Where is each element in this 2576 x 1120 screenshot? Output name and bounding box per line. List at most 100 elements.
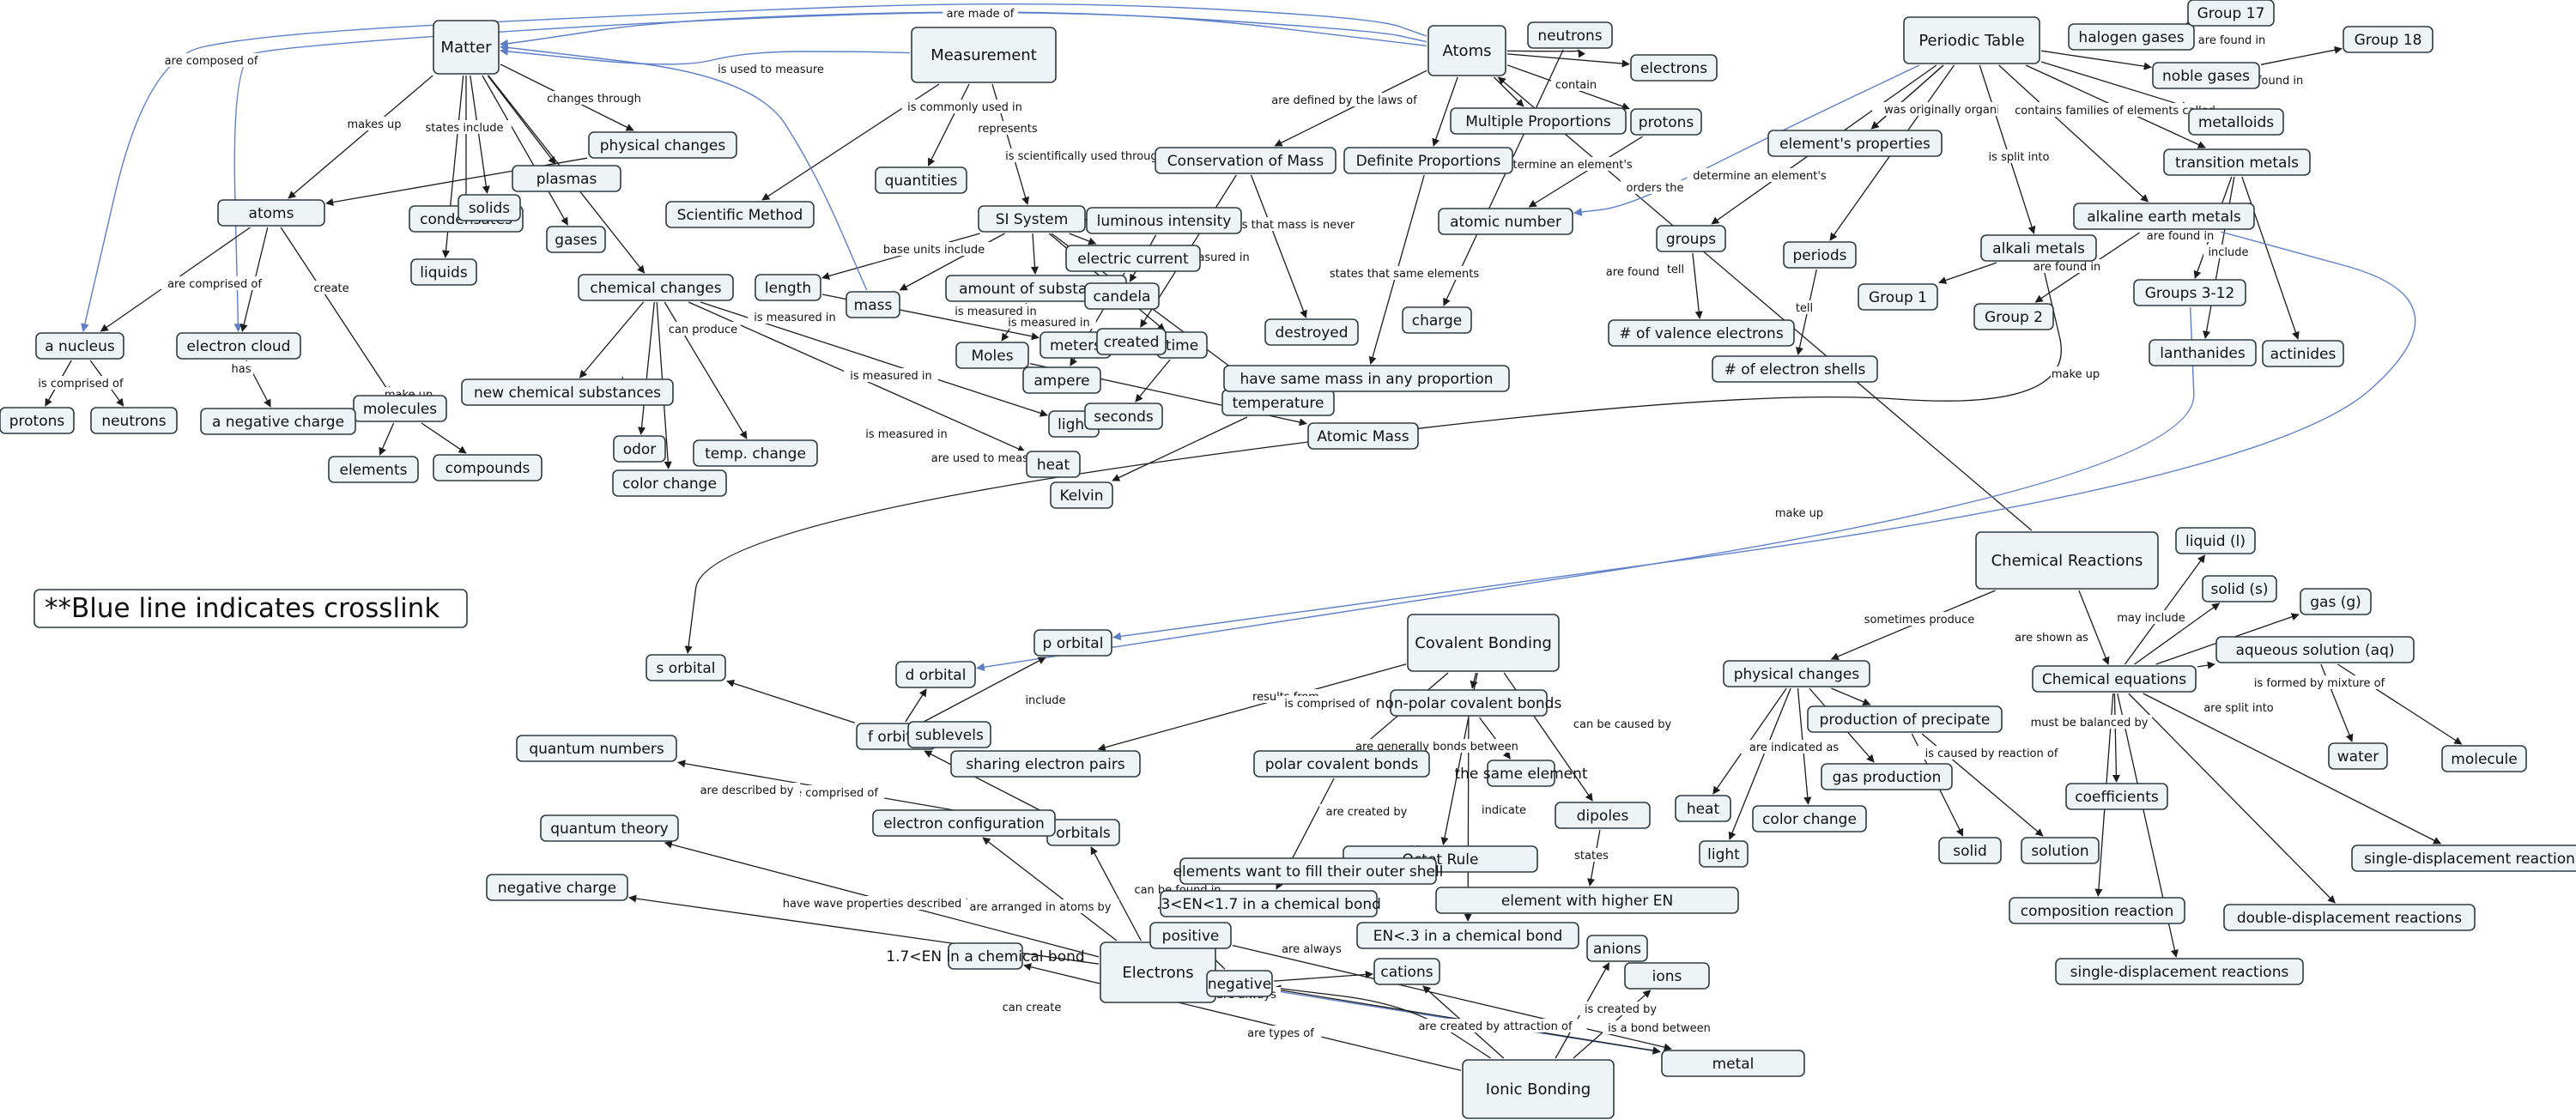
concept-label: solids — [469, 200, 510, 217]
concept-box — [1160, 890, 1378, 917]
concept-box — [1390, 689, 1548, 717]
concept-box — [948, 942, 1023, 970]
concept-multprop: Multiple Proportions — [1450, 107, 1627, 135]
link-label-bg — [987, 148, 1183, 162]
concept-label: amount of substance — [959, 281, 1113, 298]
link-label: contain — [1551, 77, 1601, 92]
concept-electrons_big: Electrons — [1100, 941, 1216, 1003]
concept-solid_s: solid (s) — [2202, 575, 2277, 602]
concept-label: electron cloud — [187, 338, 291, 355]
concept-label: anions — [1593, 941, 1641, 958]
link-label-text: are described by — [700, 784, 794, 797]
link-label-bg — [1277, 941, 1346, 955]
concept-box — [1752, 805, 1867, 832]
link-label: states that same elements — [1322, 266, 1487, 281]
connector-line — [487, 75, 556, 165]
concept-groups312: Groups 3-12 — [2133, 279, 2246, 306]
link-label-text: are composed of — [165, 55, 258, 68]
concept-label: odor — [623, 441, 657, 458]
link-label: are created by attraction of — [1403, 1019, 1587, 1033]
concept-box — [2328, 742, 2388, 770]
concept-label: new chemical substances — [474, 384, 661, 402]
concept-box — [2055, 958, 2304, 985]
link-label-text: create — [313, 282, 349, 295]
concept-box — [0, 407, 75, 434]
concept-box — [1450, 107, 1627, 135]
link-label: is split into — [1974, 149, 2064, 164]
concept-box — [2262, 340, 2344, 367]
link-label: have wave properties described in — [771, 896, 987, 911]
concept-label: light — [1707, 846, 1740, 863]
concept-heat1: heat — [1026, 451, 1081, 478]
link-label: determine an element's — [1493, 157, 1639, 172]
link-label: tell — [1789, 300, 1820, 315]
crosslink-connector — [1112, 230, 2416, 641]
concept-label: mass — [854, 297, 893, 314]
concept-box — [665, 201, 815, 228]
concept-dorbital: d orbital — [895, 661, 976, 688]
link-label-text: represents — [978, 123, 1037, 136]
link-label: has — [228, 361, 254, 376]
link-label: are comprised of — [161, 276, 269, 291]
link-label-bg — [1002, 315, 1096, 329]
link-label-text: are found in — [1606, 266, 1673, 279]
link-label-text: is comprised of — [1284, 698, 1370, 711]
concept-nucleus: a nucleus — [35, 332, 124, 360]
link-label-bg — [1576, 1002, 1665, 1015]
link-label-bg — [543, 91, 645, 105]
concept-heat2: heat — [1675, 795, 1731, 822]
concept-label: liquids — [420, 264, 468, 282]
concept-label: dipoles — [1577, 808, 1629, 825]
concept-label: quantities — [885, 173, 958, 190]
link-label-bg — [1276, 696, 1378, 710]
concept-label: element with higher EN — [1501, 893, 1673, 910]
concept-sameel: the same element — [1454, 760, 1588, 787]
concept-meters: meters — [1039, 331, 1112, 359]
concept-label: sharing electron pairs — [966, 756, 1124, 773]
concept-box — [176, 332, 301, 360]
concept-box — [1343, 147, 1513, 174]
concept-quantities: quantities — [875, 166, 967, 194]
link-label-text: states that same elements — [1330, 268, 1480, 281]
link-label: are found in — [2191, 33, 2273, 47]
link-label-bg — [1774, 506, 1824, 519]
link-label: are composed of — [161, 53, 262, 68]
concept-group18: Group 18 — [2343, 26, 2434, 53]
concept-box — [2351, 845, 2576, 872]
concept-consmass: Conservation of Mass — [1155, 147, 1336, 174]
concept-box — [1065, 245, 1201, 272]
concept-label: a nucleus — [45, 338, 115, 355]
concept-label: # of electron shells — [1724, 361, 1866, 378]
concept-box — [911, 27, 1057, 83]
link-label: is comprised of — [30, 376, 131, 390]
link-label-text: is used to measure — [718, 64, 824, 76]
link-label-text: can create — [1003, 1002, 1062, 1014]
concept-label: p orbital — [1043, 635, 1104, 652]
crosslink-connector — [1573, 64, 1920, 216]
concept-protons2: protons — [1630, 108, 1702, 136]
concept-box — [1149, 922, 1232, 949]
link-label-bg — [1021, 693, 1070, 706]
concept-group2: Group 2 — [1973, 303, 2054, 330]
link-label: sometimes produce — [1863, 612, 1976, 627]
link-label-text: orders the — [1627, 182, 1684, 195]
concept-label: Multiple Proportions — [1465, 113, 1611, 130]
concept-label: Definite Proportions — [1356, 153, 1501, 170]
concept-amount: amount of substance — [945, 275, 1127, 302]
concept-measurement: Measurement — [911, 27, 1057, 83]
link-label: is measured in — [949, 304, 1043, 318]
concept-label: solid — [1953, 843, 1987, 860]
concept-box — [2188, 108, 2284, 136]
concept-liquid_l: liquid (l) — [2175, 527, 2256, 554]
concept-box — [1783, 241, 1857, 269]
concept-box — [1084, 403, 1163, 430]
concept-label: charge — [1412, 312, 1462, 330]
link-label-bg — [1551, 77, 1601, 91]
link-label: make up — [1774, 506, 1824, 520]
concept-box — [612, 469, 727, 497]
link-label: are created by — [1319, 804, 1414, 819]
concept-label: Group 18 — [2355, 32, 2422, 49]
concept-label: non-polar covalent bonds — [1376, 695, 1562, 712]
concept-label: single-displacement reaction — [2364, 851, 2575, 868]
link-label-text: are comprised of — [167, 278, 262, 291]
